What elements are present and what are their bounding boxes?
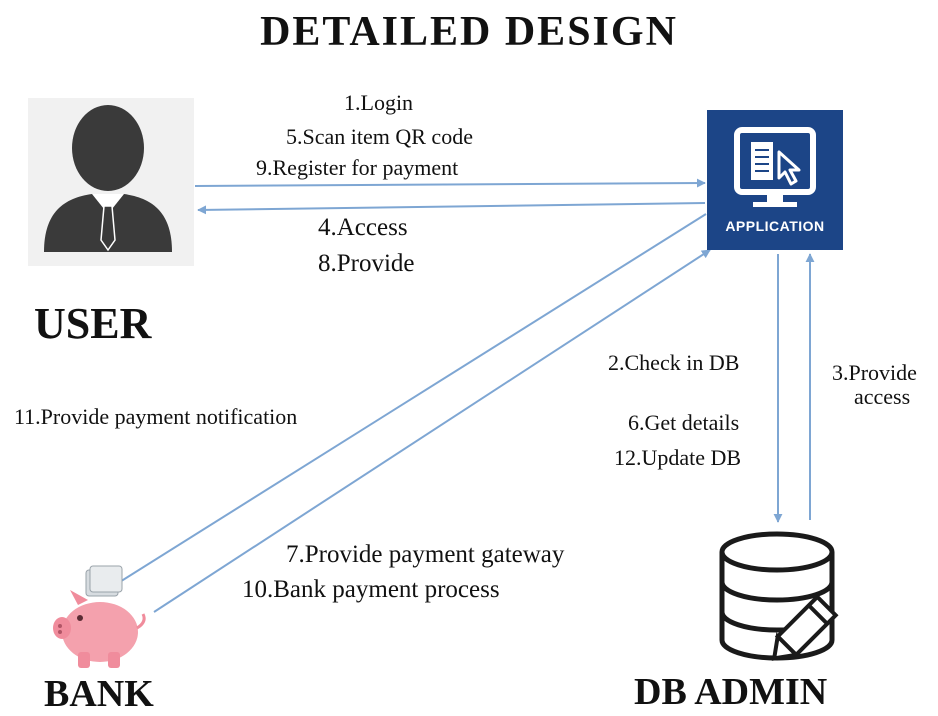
arrow-application-to-bank [106,213,707,591]
flow-label-payment-gateway: 7.Provide payment gateway [286,541,565,568]
flow-label-update-db: 12.Update DB [614,445,742,470]
piggy-bank-icon [53,565,146,668]
flow-label-register-payment: 9.Register for payment [256,155,459,180]
flow-label-bank-process: 10.Bank payment process [242,576,500,603]
database-pencil-icon [719,531,839,661]
user-label: USER [34,299,152,348]
flow-label-get-details: 6.Get details [628,410,740,435]
flow-label-login: 1.Login [344,90,414,115]
flow-label-check-db: 2.Check in DB [608,350,740,375]
diagram-title: DETAILED DESIGN [260,9,678,55]
application-label: APPLICATION [725,218,825,234]
flow-label-access: 4.Access [318,214,408,241]
arrow-user-to-application [194,178,706,188]
flow-label-scan-qr: 5.Scan item QR code [286,124,473,149]
application-node: APPLICATION [707,110,843,250]
db-admin-label: DB ADMIN [634,671,828,713]
arrow-bank-to-application [153,249,711,613]
monitor-cursor-icon [734,127,816,207]
flow-label-payment-notification: 11.Provide payment notification [14,404,298,429]
user-silhouette-icon [28,98,194,266]
flow-label-provide-access-2: access [854,384,911,409]
bank-label: BANK [44,673,154,715]
arrow-application-to-user [197,202,706,215]
flow-label-provide: 8.Provide [318,250,415,277]
flow-label-provide-access-1: 3.Provide [832,360,917,385]
